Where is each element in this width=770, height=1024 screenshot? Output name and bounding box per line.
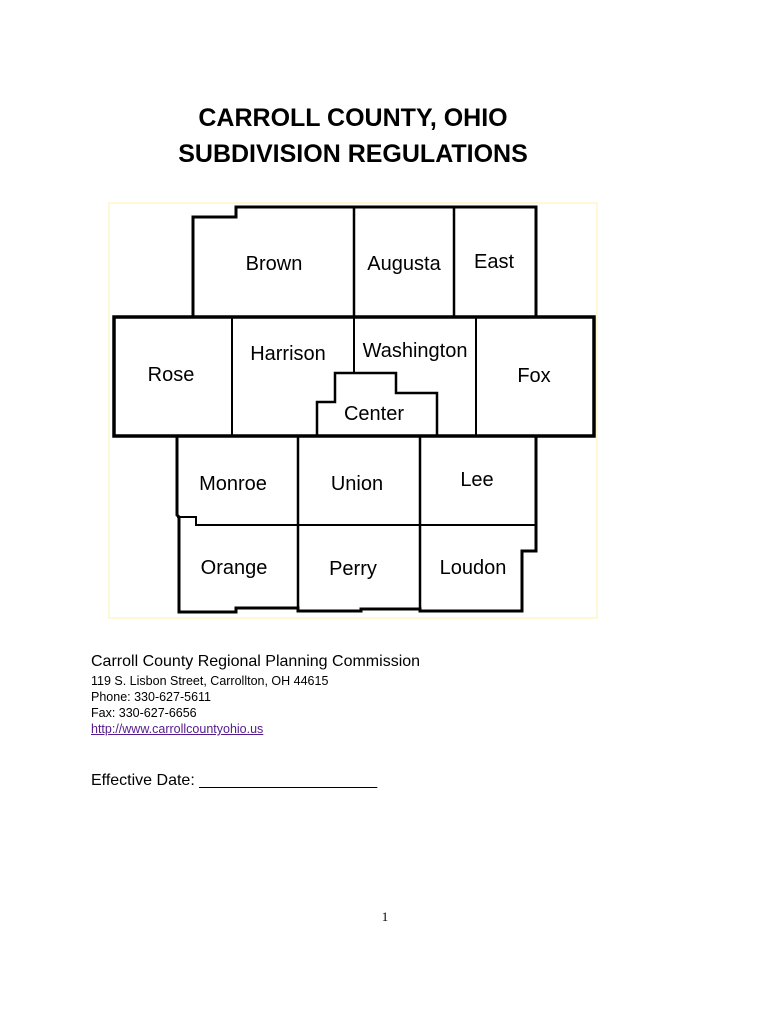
county-township-map: Brown Augusta East Rose Harrison Washing… — [108, 202, 598, 620]
township-center: Center — [344, 403, 404, 425]
township-lee: Lee — [460, 469, 493, 491]
township-orange: Orange — [201, 557, 268, 579]
township-monroe: Monroe — [199, 473, 267, 495]
effective-date-line: Effective Date: ____________________ — [91, 772, 378, 789]
township-east: East — [474, 251, 514, 273]
township-rose: Rose — [148, 364, 195, 386]
township-augusta: Augusta — [367, 253, 441, 275]
township-perry: Perry — [329, 558, 377, 580]
map-frame — [108, 202, 598, 619]
page-number: 1 — [381, 909, 389, 924]
organization-name: Carroll County Regional Planning Commiss… — [91, 653, 421, 670]
document-title: CARROLL COUNTY, OHIO — [198, 104, 508, 132]
township-fox: Fox — [517, 365, 550, 387]
township-boundaries — [112, 205, 596, 614]
organization-phone: Phone: 330-627-5611 — [91, 690, 212, 704]
township-washington: Washington — [363, 340, 468, 362]
organization-address: 119 S. Lisbon Street, Carrollton, OH 446… — [91, 674, 329, 688]
township-harrison: Harrison — [250, 343, 326, 365]
website-link[interactable]: http://www.carrollcountyohio.us — [91, 722, 264, 736]
township-union: Union — [331, 473, 383, 495]
document-subtitle: SUBDIVISION REGULATIONS — [178, 140, 528, 168]
organization-fax: Fax: 330-627-6656 — [91, 706, 197, 720]
township-loudon: Loudon — [440, 557, 507, 579]
township-brown: Brown — [246, 253, 303, 275]
